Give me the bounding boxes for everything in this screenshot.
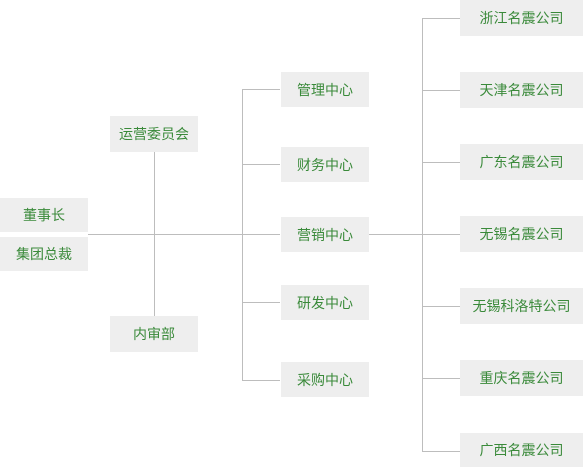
company-box-wuxi-keluote: 无锡科洛特公司 xyxy=(460,288,583,324)
center-branch-line xyxy=(242,234,280,235)
center-branch-line xyxy=(242,89,280,90)
root-trunk-line xyxy=(88,234,242,235)
internal-audit-box: 内审部 xyxy=(110,316,198,352)
company-box-wuxi: 无锡名震公司 xyxy=(460,216,583,252)
operations-committee-box: 运营委员会 xyxy=(110,116,198,152)
center-box-rnd: 研发中心 xyxy=(281,285,369,320)
center-branch-line xyxy=(242,164,280,165)
company-branch-line xyxy=(422,90,460,91)
committee-audit-vertical-line xyxy=(154,152,155,316)
company-box-chongqing: 重庆名震公司 xyxy=(460,360,583,396)
center-branch-line xyxy=(242,380,280,381)
company-branch-line xyxy=(422,162,460,163)
center-box-finance: 财务中心 xyxy=(281,147,369,182)
company-branch-line xyxy=(422,306,460,307)
company-branch-line xyxy=(422,451,460,452)
center-branch-line xyxy=(242,302,280,303)
center-box-procurement: 采购中心 xyxy=(281,362,369,397)
president-box: 集团总裁 xyxy=(0,237,88,271)
marketing-trunk-line xyxy=(369,234,422,235)
company-branch-line xyxy=(422,18,460,19)
center-box-management: 管理中心 xyxy=(281,72,369,107)
chairman-box: 董事长 xyxy=(0,198,88,232)
company-box-guangdong: 广东名震公司 xyxy=(460,144,583,180)
company-box-zhejiang: 浙江名震公司 xyxy=(460,0,583,36)
company-box-tianjin: 天津名震公司 xyxy=(460,72,583,108)
company-branch-line xyxy=(422,234,460,235)
company-branch-line xyxy=(422,378,460,379)
center-box-marketing: 营销中心 xyxy=(281,217,369,252)
company-box-guangxi: 广西名震公司 xyxy=(460,433,583,467)
